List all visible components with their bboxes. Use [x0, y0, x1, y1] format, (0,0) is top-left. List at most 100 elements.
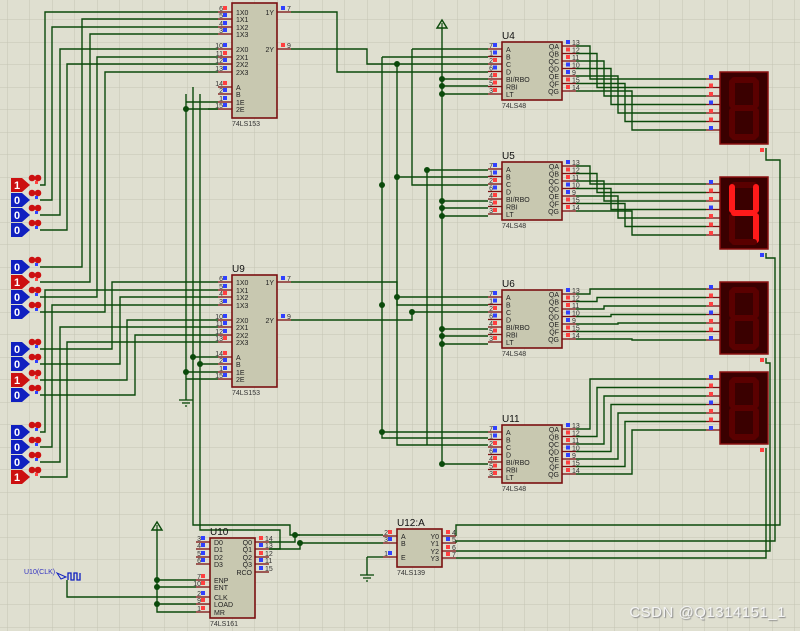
toggle-button-icon[interactable]: [28, 466, 36, 474]
clock-generator[interactable]: U10(CLK): [24, 569, 81, 581]
toggle-button-icon[interactable]: [28, 353, 36, 361]
toggle-button-icon[interactable]: [28, 369, 36, 377]
toggle-button-icon[interactable]: [34, 384, 42, 392]
toggle-button-icon[interactable]: [28, 384, 36, 392]
pin-number: 5: [489, 201, 493, 208]
toggle-button-icon[interactable]: [34, 286, 42, 294]
logic-toggle[interactable]: 0: [11, 286, 42, 304]
toggle-button-icon[interactable]: [34, 421, 42, 429]
toggle-button-icon[interactable]: [28, 219, 36, 227]
pin-number: 7: [489, 426, 493, 433]
pin-state: [709, 417, 713, 422]
logic-toggle[interactable]: 1: [11, 271, 42, 289]
toggle-button-icon[interactable]: [34, 174, 42, 182]
toggle-button-icon[interactable]: [34, 338, 42, 346]
pin-state: [493, 193, 497, 197]
toggle-button-icon[interactable]: [34, 451, 42, 459]
toggle-button-icon[interactable]: [34, 219, 42, 227]
pin-label: 1X3: [236, 303, 249, 310]
logic-toggle[interactable]: 0: [11, 421, 42, 439]
pin-state: [35, 473, 38, 476]
pin-label: D: [506, 453, 511, 460]
pin-state: [201, 591, 205, 595]
pin-number: 14: [265, 536, 273, 543]
toggle-button-icon[interactable]: [34, 256, 42, 264]
pin-label: Y2: [430, 549, 439, 556]
chip-u8[interactable]: U874LS15361X051X141X231X3102X0112X1122X2…: [215, 0, 291, 128]
segment-wire: [576, 412, 706, 460]
toggle-button-icon[interactable]: [34, 353, 42, 361]
pin-label: D1: [214, 547, 223, 554]
pin-number: 4: [219, 21, 223, 28]
toggle-button-icon[interactable]: [34, 204, 42, 212]
toggle-button-icon[interactable]: [28, 286, 36, 294]
pin-number: 5: [452, 537, 456, 544]
toggle-button-icon[interactable]: [34, 189, 42, 197]
toggle-button-icon[interactable]: [28, 451, 36, 459]
pin-number: 15: [572, 326, 580, 333]
pin-label: Q3: [243, 562, 252, 569]
pin-state: [493, 456, 497, 460]
segment-wire: [576, 338, 706, 341]
logic-toggle[interactable]: 1: [11, 466, 42, 484]
logic-toggle[interactable]: 0: [11, 189, 42, 207]
toggle-button-icon[interactable]: [28, 436, 36, 444]
logic-toggle[interactable]: 0: [11, 451, 42, 469]
toggle-button-icon[interactable]: [28, 271, 36, 279]
toggle-button-icon[interactable]: [28, 301, 36, 309]
pin-state: [709, 92, 713, 96]
logic-toggle[interactable]: 0: [11, 301, 42, 319]
toggle-button-icon[interactable]: [28, 204, 36, 212]
pin-label: LT: [506, 340, 514, 347]
toggle-button-icon[interactable]: [28, 421, 36, 429]
toggle-button-icon[interactable]: [28, 338, 36, 346]
u9-1y: [291, 281, 488, 306]
logic-toggle[interactable]: 0: [11, 384, 42, 402]
logic-toggle[interactable]: 0: [11, 338, 42, 356]
chip-u10[interactable]: U1074LS1613D04D15D26D37ENP10ENT2CLK9LOAD…: [193, 527, 273, 628]
pin-number: 12: [572, 48, 580, 55]
chip-u9[interactable]: U974LS15361X051X141X231X3102X0112X1122X2…: [215, 264, 291, 397]
pin-label: QA: [549, 164, 559, 171]
logic-toggle[interactable]: 1: [11, 369, 42, 387]
pin-state: [709, 336, 713, 340]
clock-label: U10(CLK): [24, 569, 55, 576]
pin-state: [259, 551, 263, 555]
digit-2-common: [455, 253, 776, 543]
logic-toggle[interactable]: 0: [11, 204, 42, 222]
pin-state: [709, 293, 713, 298]
logic-toggle[interactable]: 0: [11, 353, 42, 371]
pin-number: 9: [197, 598, 201, 605]
logic-toggle[interactable]: 1: [11, 174, 42, 192]
pin-label: 1Y: [265, 10, 274, 17]
toggle-button-icon[interactable]: [34, 436, 42, 444]
toggle-button-icon[interactable]: [34, 301, 42, 309]
segment-wire: [576, 313, 706, 318]
toggle-button-icon[interactable]: [28, 189, 36, 197]
logic-toggle[interactable]: 0: [11, 436, 42, 454]
toggle-button-icon[interactable]: [34, 369, 42, 377]
pin-number: 1: [489, 434, 493, 441]
pin-number: 9: [287, 43, 291, 50]
pin-number: 11: [572, 175, 579, 182]
pin-state: [493, 426, 497, 430]
pin-label: CLK: [214, 595, 228, 602]
pin-state: [709, 197, 713, 201]
display-3: [706, 281, 769, 362]
pin-label: B: [506, 438, 511, 445]
logic-toggle[interactable]: 0: [11, 219, 42, 237]
toggle-button-icon[interactable]: [28, 174, 36, 182]
logic-state-value: 0: [14, 390, 20, 402]
toggle-button-icon[interactable]: [28, 256, 36, 264]
pin-state: [709, 400, 713, 405]
logic-toggle[interactable]: 0: [11, 256, 42, 274]
pin-number: 14: [572, 333, 580, 340]
toggle-button-icon[interactable]: [34, 466, 42, 474]
toggle-button-icon[interactable]: [34, 271, 42, 279]
